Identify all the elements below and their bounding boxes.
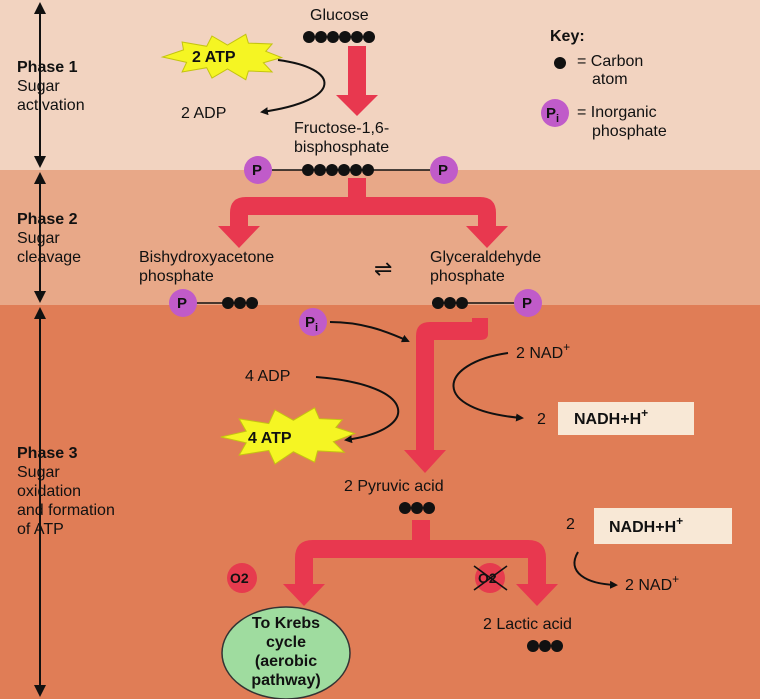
dhap-phosphate-label: P [177,295,187,312]
nadh-coef-2: 2 [566,516,575,533]
key-carbon-line-1: = Carbon [577,53,643,70]
gap-line-2: phosphate [430,268,505,285]
gap-carbons [432,297,468,309]
nad-in-label: 2 NAD+ [516,340,570,362]
key-carbon-dot [554,57,566,69]
key-carbon-line-2: atom [592,71,628,88]
phase-3-line-3: and formation [17,502,115,519]
fructose-carbons [302,164,374,176]
key-phosphate-circle [541,99,569,127]
lactic-label: 2 Lactic acid [483,616,572,633]
nadh-label-2: NADH+H+ [609,514,683,536]
atp-in-starburst [160,33,284,81]
key-phosphate-line-2: phosphate [592,123,667,140]
phase-1-band [0,0,760,170]
krebs-line-4: pathway) [251,672,320,689]
phase-1-line-2: activation [17,97,85,114]
o2-absent-cross [473,565,508,591]
krebs-line-3: (aerobic [255,653,317,670]
atp-out-label: 4 ATP [248,430,292,447]
phase-3-band [0,305,760,699]
adp-to-atp-arrow [315,376,400,444]
gap-line-1: Glyceraldehyde [430,249,541,266]
phase-2-band [0,170,760,305]
o2-circle [227,563,257,593]
fructose-phosphate-left-label: P [252,162,262,179]
phase-1-line-1: Sugar [17,78,60,95]
dhap-phosphate [169,289,197,317]
nadh-box-2 [594,508,732,544]
nad-out-label: 2 NAD+ [625,572,679,594]
adp-in-label: 4 ADP [245,368,290,385]
o2-absent-label: O2 [478,570,497,586]
dhap-line-2: phosphate [139,268,214,285]
pyruvic-label: 2 Pyruvic acid [344,478,444,495]
glucose-label: Glucose [310,7,369,24]
nadh-coef: 2 [537,411,546,428]
nadh-box [558,402,694,435]
equilibrium-arrows: ⇌ [374,256,392,281]
phase-3-line-4: of ATP [17,521,64,538]
key-phosphate-symbol: Pi [546,105,559,125]
phase-3-line-2: oxidation [17,483,81,500]
fructose-phosphate-left [244,156,272,184]
nad-to-nadh-arrow [452,352,524,422]
phase-span-arrowheads [34,2,46,697]
gap-to-pyruvate-arrow [404,318,488,473]
phase-3-line-1: Sugar [17,464,60,481]
gap-phosphate [514,289,542,317]
krebs-line-2: cycle [266,634,306,651]
atp-in-label: 2 ATP [192,49,236,66]
atp-to-adp-arrow [260,59,326,116]
adp-out-label: 2 ADP [181,105,226,122]
pyruvate-split-arrow [283,520,558,606]
glucose-to-fructose-arrow [336,46,378,116]
fructose-phosphate-right [430,156,458,184]
lactic-carbons [527,640,563,652]
nadh-label: NADH+H+ [574,406,648,428]
gap-phosphate-label: P [522,295,532,312]
nadh-to-nad-arrow [573,551,618,589]
pi-label: Pi [305,314,318,334]
phase-2-line-2: cleavage [17,249,81,266]
phase-2-title: Phase 2 [17,211,78,228]
phase-1-title: Phase 1 [17,59,78,76]
phase-2-line-1: Sugar [17,230,60,247]
dhap-line-1: Bishydroxyacetone [139,249,274,266]
key-title: Key: [550,28,585,45]
cleavage-split-arrow [218,178,508,248]
dhap-carbons [222,297,258,309]
key-phosphate-line-1: = Inorganic [577,104,657,121]
krebs-cycle-circle [221,606,351,699]
pi-circle [299,308,327,336]
atp-out-starburst [220,407,357,465]
krebs-line-1: To Krebs [252,615,320,632]
phase-3-title: Phase 3 [17,445,78,462]
fructose-line-2: bisphosphate [294,139,389,156]
glucose-carbons [303,31,375,43]
fructose-phosphate-right-label: P [438,162,448,179]
pyruvic-carbons [399,502,435,514]
pi-in-arrow [329,321,410,343]
fructose-line-1: Fructose-1,6- [294,120,389,137]
o2-label: O2 [230,570,249,586]
